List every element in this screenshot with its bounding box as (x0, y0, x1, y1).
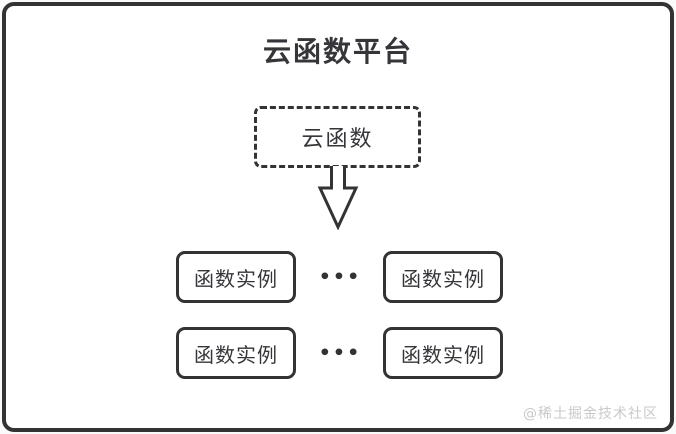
function-instance-label: 函数实例 (401, 342, 485, 367)
function-instance-box: 函数实例 (176, 327, 296, 379)
ellipsis-row1: ••• (318, 266, 362, 288)
function-instance-box: 函数实例 (176, 251, 296, 303)
ellipsis-row2: ••• (318, 342, 362, 364)
cloud-function-box: 云函数 (254, 106, 421, 168)
cloud-function-label: 云函数 (301, 127, 374, 152)
diagram-title: 云函数平台 (262, 35, 413, 68)
function-instance-label: 函数实例 (401, 266, 485, 291)
watermark: @稀土掘金技术社区 (523, 406, 658, 422)
function-instance-label: 函数实例 (194, 342, 278, 367)
function-instance-box: 函数实例 (383, 327, 503, 379)
function-instance-box: 函数实例 (383, 251, 503, 303)
function-instance-label: 函数实例 (194, 266, 278, 291)
down-arrow-icon (317, 166, 359, 230)
